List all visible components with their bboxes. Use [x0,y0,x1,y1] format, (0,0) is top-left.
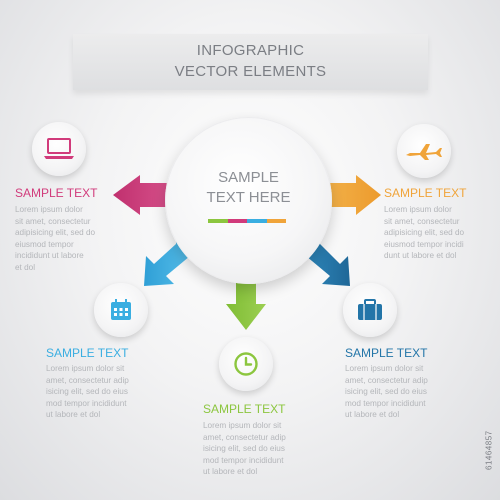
color-bar [208,219,286,223]
calendar-icon [111,299,131,320]
briefcase-icon [358,299,382,320]
arrow-down-left-light-blue [144,242,190,286]
calendar-icon-circle [94,283,148,337]
airplane-icon [406,144,442,160]
arrow-right-orange [326,175,381,215]
arrow-left-magenta [113,175,170,215]
airplane-icon-circle [397,124,451,178]
banner-title-line-2: VECTOR ELEMENTS [174,63,327,80]
center-title-line-2: TEXT HERE [206,189,291,206]
clock-icon [234,352,258,376]
calendar-heading: SAMPLE TEXT [46,346,129,360]
banner-title-line-1: INFOGRAPHIC [196,42,305,59]
briefcase-heading: SAMPLE TEXT [345,346,428,360]
clock-icon-circle [219,337,273,391]
title-banner: INFOGRAPHIC VECTOR ELEMENTS [73,34,428,90]
briefcase-body-text: Lorem ipsum dolor sit amet, consectetur … [345,364,428,419]
center-title-line-1: SAMPLE [218,169,279,186]
stock-id-watermark: 61464857 [485,430,494,470]
color-bar-green [208,219,228,223]
laptop-icon [44,138,74,159]
briefcase-icon-circle [343,283,397,337]
airplane-body-text: Lorem ipsum dolor sit amet, consectetur … [384,205,465,260]
arrow-down-right-dark-blue [306,242,350,286]
airplane-heading: SAMPLE TEXT [384,186,467,200]
center-hub: SAMPLE TEXT HERE [165,117,332,284]
arrow-down-green [226,276,266,330]
calendar-body-text: Lorem ipsum dolor sit amet, consectetur … [46,364,129,419]
laptop-heading: SAMPLE TEXT [15,186,98,200]
laptop-body-text: Lorem ipsum dolor sit amet, consectetur … [15,205,96,272]
clock-body-text: Lorem ipsum dolor sit amet, consectetur … [203,421,286,476]
clock-heading: SAMPLE TEXT [203,402,286,416]
color-bar-orange [266,219,286,223]
laptop-icon-circle [32,122,86,176]
color-bar-magenta [227,219,247,223]
color-bar-light-blue [247,219,267,223]
